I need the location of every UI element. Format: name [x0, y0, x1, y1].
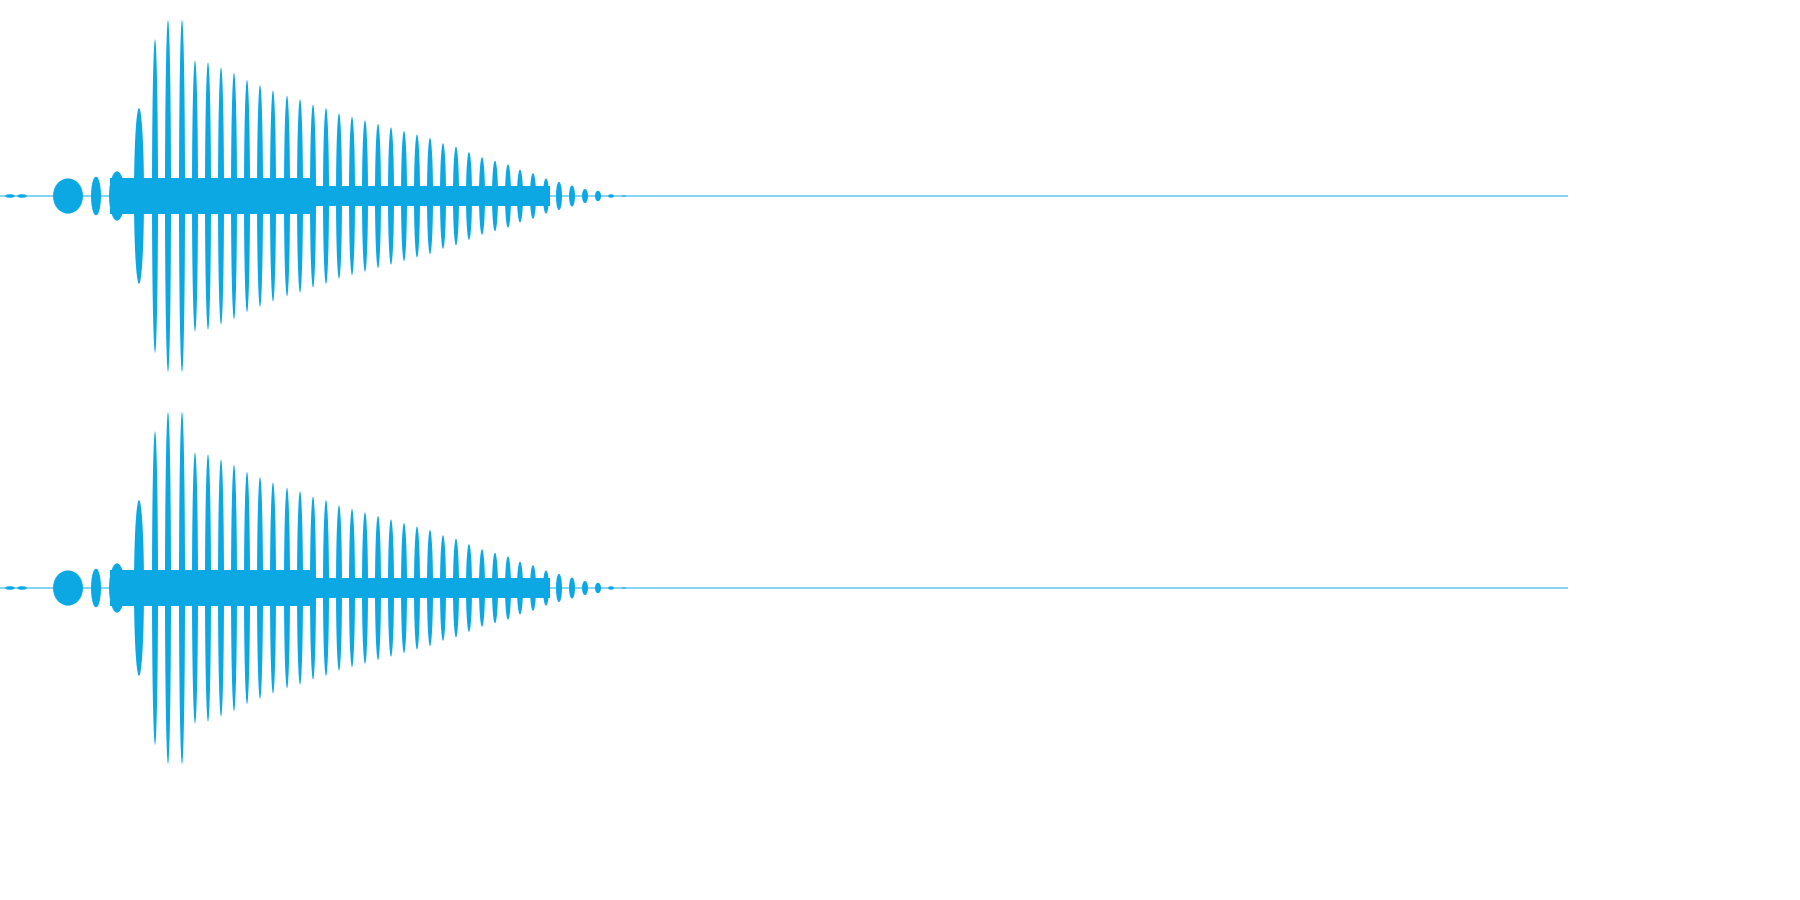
waveform-peak	[5, 586, 15, 590]
waveform-peak	[152, 39, 158, 353]
waveform-peak	[569, 185, 575, 207]
waveform-peak	[231, 72, 237, 320]
waveform-peak	[349, 116, 355, 276]
waveform-peak	[492, 552, 498, 624]
waveform-peak	[440, 143, 446, 249]
waveform-peak	[608, 194, 614, 198]
waveform-peak	[297, 99, 303, 293]
waveform-peak	[5, 194, 15, 198]
waveform-peak	[179, 20, 185, 372]
waveform-peak	[179, 412, 185, 764]
waveform-peak	[375, 123, 381, 269]
waveform-peak	[595, 582, 601, 594]
waveform-peak	[192, 60, 198, 332]
waveform-peak	[53, 570, 83, 606]
waveform-peak	[310, 496, 316, 680]
waveform-peak	[165, 412, 171, 764]
waveform-peak	[297, 491, 303, 685]
waveform-peak	[109, 171, 125, 221]
waveform-peak	[608, 586, 614, 590]
waveform-peak	[543, 178, 549, 214]
waveform-peak	[257, 477, 263, 699]
waveform-peak	[152, 431, 158, 745]
waveform-peak	[165, 20, 171, 372]
waveform-peak	[244, 79, 250, 313]
waveform-peak	[336, 113, 342, 279]
waveform-peak	[17, 194, 27, 198]
waveform-peak	[530, 565, 536, 611]
waveform-peak	[505, 556, 511, 620]
waveform-peak	[401, 522, 407, 654]
waveform-channel-1	[0, 20, 1568, 372]
waveform-peak	[336, 505, 342, 671]
waveform-peak	[505, 164, 511, 228]
waveform-peak	[556, 181, 562, 211]
waveform-peak	[517, 169, 523, 223]
waveform-peak	[91, 176, 101, 216]
waveform-peak	[440, 535, 446, 641]
waveform-peak	[323, 500, 329, 676]
waveform-peak	[231, 464, 237, 712]
waveform-peak	[479, 549, 485, 627]
waveform-peak	[134, 500, 144, 676]
waveform-peak	[284, 487, 290, 689]
waveform-peak	[530, 173, 536, 219]
waveform-peak	[582, 580, 588, 596]
waveform-peak	[284, 95, 290, 297]
waveform-peak	[205, 454, 211, 722]
waveform-peak	[517, 561, 523, 615]
waveform-peak	[375, 515, 381, 661]
waveform-peak	[53, 178, 83, 214]
waveform-peak	[349, 508, 355, 668]
waveform-peak	[414, 134, 420, 258]
waveform-peak	[388, 127, 394, 265]
waveform-view	[0, 20, 1568, 764]
waveform-peak	[595, 190, 601, 202]
waveform-peak	[569, 577, 575, 599]
waveform-peak	[218, 67, 224, 325]
waveform-peak	[427, 137, 433, 255]
waveform-peak	[109, 563, 125, 613]
waveform-peak	[17, 586, 27, 590]
waveform-peak	[388, 519, 394, 657]
waveform-peak	[621, 587, 627, 589]
waveform-peak	[270, 482, 276, 694]
waveform-peak	[556, 573, 562, 603]
waveform-peak	[492, 160, 498, 232]
waveform-peak	[479, 157, 485, 235]
waveform-peak	[362, 512, 368, 664]
waveform-peak	[453, 538, 459, 638]
waveform-peak	[401, 130, 407, 262]
waveform-peak	[323, 108, 329, 284]
waveform-peak	[466, 152, 472, 240]
waveform-peak	[453, 146, 459, 246]
waveform-peak	[192, 452, 198, 724]
waveform-peak	[91, 568, 101, 608]
waveform-peak	[466, 544, 472, 632]
waveform-peak	[543, 570, 549, 606]
waveform-peak	[205, 62, 211, 330]
waveform-channel-2	[0, 412, 1568, 764]
waveform-peak	[621, 195, 627, 197]
waveform-peak	[134, 108, 144, 284]
waveform-peak	[270, 90, 276, 302]
waveform-peak	[218, 459, 224, 717]
waveform-peak	[582, 188, 588, 204]
waveform-peak	[257, 85, 263, 307]
waveform-peak	[362, 120, 368, 272]
waveform-peak	[427, 529, 433, 647]
waveform-peak	[414, 526, 420, 650]
waveform-peak	[244, 471, 250, 705]
waveform-peak	[310, 104, 316, 288]
